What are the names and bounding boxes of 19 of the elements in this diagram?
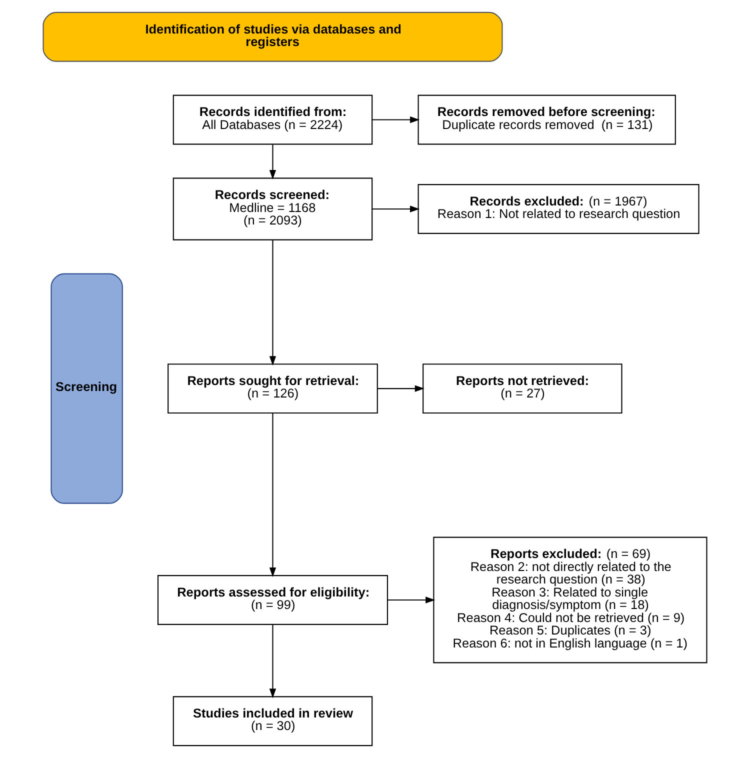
arrow bbox=[372, 206, 420, 212]
arrow bbox=[269, 240, 276, 366]
node-box: Screening bbox=[50, 273, 123, 504]
arrow bbox=[388, 596, 436, 604]
node-box: Records identified from: All Databases (n = 2224) bbox=[172, 94, 373, 145]
node-box: Reports excluded: (n = 69) Reason 2: not directly related to the research question (n = 38) Reason 3: Related to single diagnosis/symptom (n = 18) Reason 4: Could not be retrieved (n = 9) Reason 5: Duplicates (n = 3) Reason 6: not in English language (n = 1) bbox=[433, 536, 708, 664]
arrow bbox=[372, 116, 420, 124]
arrow bbox=[269, 624, 276, 698]
node-box: Records excluded: (n = 1967) Reason 1: Not related to research question bbox=[418, 184, 700, 234]
node-box: Studies included in review (n = 30) bbox=[172, 696, 373, 746]
node-box: Reports sought for retrieval: (n = 126) bbox=[168, 364, 378, 414]
arrow bbox=[269, 144, 276, 180]
node-box: Reports not retrieved: (n = 27) bbox=[422, 364, 622, 414]
node-box: Identification of studies via databases and registers bbox=[42, 12, 503, 62]
node-box: Records removed before screening: Duplicate records removed (n = 131) bbox=[418, 94, 676, 145]
node-box: Records screened: Medline = 1168 (n = 2093) bbox=[172, 178, 373, 240]
arrow bbox=[269, 413, 276, 578]
node-box: Reports assessed for eligibility: (n = 99) bbox=[157, 575, 388, 625]
arrow bbox=[378, 385, 424, 392]
